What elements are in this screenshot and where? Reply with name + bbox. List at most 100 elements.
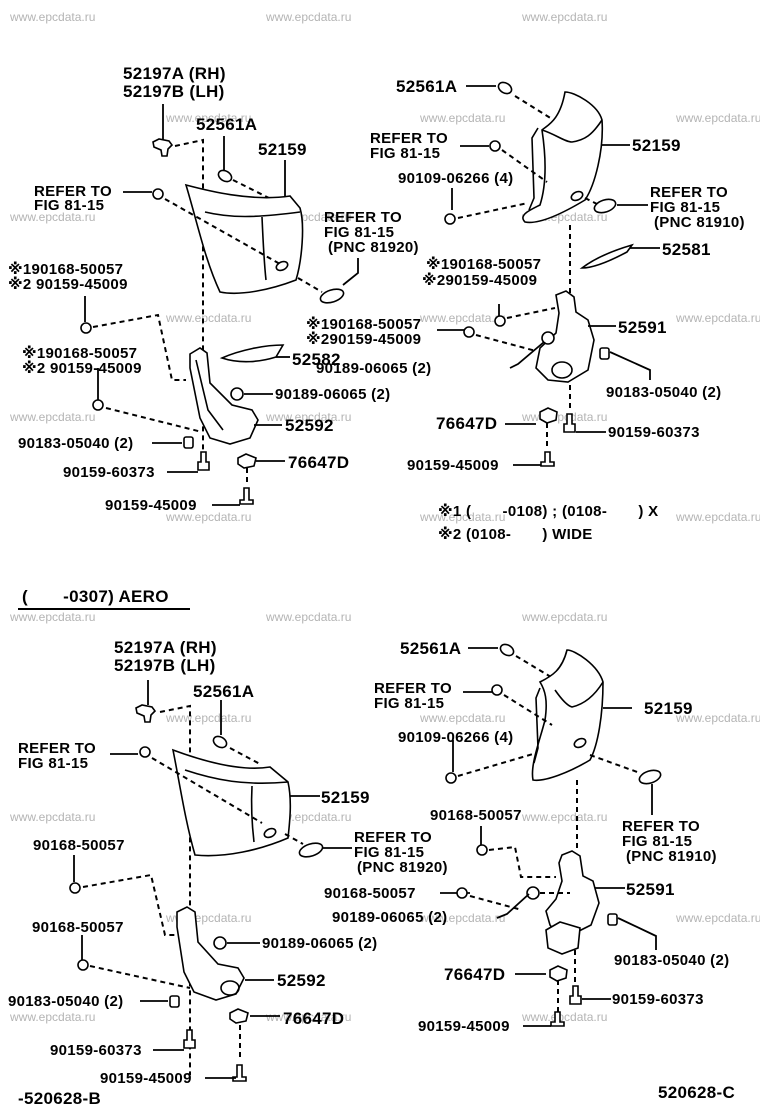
part-label-52561a[interactable]: 52561A bbox=[196, 115, 258, 134]
diagram-code: -520628-B bbox=[18, 1089, 102, 1108]
part-label-90159-45009[interactable]: 90159-45009 bbox=[100, 1070, 192, 1087]
refer-label[interactable]: FIG 81-15 bbox=[354, 844, 425, 861]
extension-part bbox=[184, 183, 304, 295]
watermark-text: www.epcdata.ru bbox=[522, 610, 608, 624]
part-label-90109-06266[interactable]: 90109-06266 (4) bbox=[398, 729, 514, 746]
watermark-text: www.epcdata.ru bbox=[10, 810, 96, 824]
part-label-90159-45009[interactable]: ※290159-45009 bbox=[306, 331, 422, 348]
extension-part bbox=[522, 91, 604, 224]
refer-label[interactable]: REFER TO bbox=[650, 184, 728, 201]
watermark-text: www.epcdata.ru bbox=[266, 410, 352, 424]
refer-label[interactable]: FIG 81-15 bbox=[650, 199, 721, 216]
refer-label[interactable]: REFER TO bbox=[370, 130, 448, 147]
part-label-90159-45009[interactable]: ※290159-45009 bbox=[422, 272, 538, 289]
part-label-90168-50057[interactable]: 90168-50057 bbox=[32, 919, 124, 936]
part-label-52581[interactable]: 52581 bbox=[662, 240, 711, 259]
part-label-90168-50057[interactable]: 90168-50057 bbox=[430, 807, 522, 824]
extension-part bbox=[171, 748, 292, 857]
part-label-90159-45009[interactable]: 90159-45009 bbox=[407, 457, 499, 474]
watermark-text: www.epcdata.ru bbox=[676, 111, 760, 125]
part-label-52159[interactable]: 52159 bbox=[632, 136, 681, 155]
watermark-text: www.epcdata.ru bbox=[420, 510, 506, 524]
part-label-52592[interactable]: 52592 bbox=[277, 971, 326, 990]
part-label-90189-06065[interactable]: 90189-06065 (2) bbox=[332, 909, 448, 926]
refer-label[interactable]: (PNC 81920) bbox=[328, 239, 419, 256]
refer-label[interactable]: REFER TO bbox=[354, 829, 432, 846]
watermark-text: www.epcdata.ru bbox=[10, 610, 96, 624]
bottom-left-assembly bbox=[69, 680, 352, 1082]
part-label-52561a[interactable]: 52561A bbox=[400, 639, 462, 658]
bracket-part bbox=[189, 347, 259, 445]
refer-label[interactable]: FIG 81-15 bbox=[370, 145, 441, 162]
part-label-52159[interactable]: 52159 bbox=[321, 788, 370, 807]
part-label-90183-05040[interactable]: 90183-05040 (2) bbox=[18, 435, 134, 452]
watermark-text: www.epcdata.ru bbox=[10, 410, 96, 424]
part-label-76647d[interactable]: 76647D bbox=[288, 453, 350, 472]
part-label-90189-06065[interactable]: 90189-06065 (2) bbox=[316, 360, 432, 377]
part-label-90159-45009[interactable]: 90159-45009 bbox=[418, 1018, 510, 1035]
part-label-52582[interactable]: 52582 bbox=[292, 350, 341, 369]
part-label-52591[interactable]: 52591 bbox=[618, 318, 667, 337]
refer-label[interactable]: REFER TO bbox=[622, 818, 700, 835]
refer-label[interactable]: FIG 81-15 bbox=[324, 224, 395, 241]
part-label-90168-50057[interactable]: ※190168-50057 bbox=[306, 316, 422, 333]
part-label-52197b[interactable]: 52197B (LH) bbox=[114, 656, 216, 675]
watermark-text: www.epcdata.ru bbox=[420, 311, 506, 325]
part-label-52197a[interactable]: 52197A (RH) bbox=[123, 64, 226, 83]
retainer-part bbox=[217, 169, 233, 183]
part-label-90159-60373[interactable]: 90159-60373 bbox=[50, 1042, 142, 1059]
part-label-90189-06065[interactable]: 90189-06065 (2) bbox=[262, 935, 378, 952]
part-label-90168-50057[interactable]: ※190168-50057 bbox=[426, 256, 542, 273]
part-label-90183-05040[interactable]: 90183-05040 (2) bbox=[606, 384, 722, 401]
part-label-90189-06065[interactable]: 90189-06065 (2) bbox=[275, 386, 391, 403]
refer-label[interactable]: REFER TO bbox=[374, 680, 452, 697]
part-label-90168-50057[interactable]: 90168-50057 bbox=[324, 885, 416, 902]
part-label-90183-05040[interactable]: 90183-05040 (2) bbox=[614, 952, 730, 969]
watermark-text: www.epcdata.ru bbox=[266, 10, 352, 24]
refer-label[interactable]: (PNC 81920) bbox=[357, 859, 448, 876]
watermark-text: www.epcdata.ru bbox=[166, 510, 252, 524]
refer-label[interactable]: REFER TO bbox=[18, 740, 96, 757]
clip-part bbox=[152, 138, 174, 157]
part-label-52561a[interactable]: 52561A bbox=[193, 682, 255, 701]
part-label-90168-50057[interactable]: ※190168-50057 bbox=[22, 345, 138, 362]
watermark-text: www.epcdata.ru bbox=[266, 610, 352, 624]
part-label-52561a[interactable]: 52561A bbox=[396, 77, 458, 96]
refer-label[interactable]: FIG 81-15 bbox=[622, 833, 693, 850]
refer-label[interactable]: REFER TO bbox=[324, 209, 402, 226]
part-label-90159-45009[interactable]: 90159-45009 bbox=[105, 497, 197, 514]
watermark-text: www.epcdata.ru bbox=[166, 711, 252, 725]
part-label-76647d[interactable]: 76647D bbox=[283, 1009, 345, 1028]
part-label-52197b[interactable]: 52197B (LH) bbox=[123, 82, 225, 101]
watermark-text: www.epcdata.ru bbox=[420, 711, 506, 725]
refer-label[interactable]: (PNC 81910) bbox=[654, 214, 745, 231]
part-label-52159[interactable]: 52159 bbox=[258, 140, 307, 159]
watermark-text: www.epcdata.ru bbox=[676, 911, 760, 925]
part-label-90159-60373[interactable]: 90159-60373 bbox=[612, 991, 704, 1008]
part-label-90159-60373[interactable]: 90159-60373 bbox=[63, 464, 155, 481]
part-label-90168-50057[interactable]: ※190168-50057 bbox=[8, 261, 124, 278]
refer-label[interactable]: REFER TO bbox=[34, 183, 112, 200]
refer-label[interactable]: FIG 81-15 bbox=[34, 197, 105, 214]
part-label-90159-60373[interactable]: 90159-60373 bbox=[608, 424, 700, 441]
refer-label[interactable]: FIG 81-15 bbox=[18, 755, 89, 772]
part-label-52591[interactable]: 52591 bbox=[626, 880, 675, 899]
bracket-part bbox=[176, 906, 245, 1001]
part-label-76647d[interactable]: 76647D bbox=[444, 965, 506, 984]
refer-label[interactable]: FIG 81-15 bbox=[374, 695, 445, 712]
part-label-52197a[interactable]: 52197A (RH) bbox=[114, 638, 217, 657]
part-label-52592[interactable]: 52592 bbox=[285, 416, 334, 435]
part-label-90159-45009[interactable]: ※2 90159-45009 bbox=[22, 360, 142, 377]
part-label-90168-50057[interactable]: 90168-50057 bbox=[33, 837, 125, 854]
section-title: ( -0307) AERO bbox=[22, 587, 169, 606]
watermark-text: www.epcdata.ru bbox=[166, 111, 252, 125]
watermark-text: www.epcdata.ru bbox=[522, 1010, 608, 1024]
bottom-right-assembly bbox=[440, 643, 662, 1027]
part-label-90159-45009[interactable]: ※2 90159-45009 bbox=[8, 276, 128, 293]
watermark-text: www.epcdata.ru bbox=[266, 1010, 352, 1024]
part-label-90109-06266[interactable]: 90109-06266 (4) bbox=[398, 170, 514, 187]
part-label-52159[interactable]: 52159 bbox=[644, 699, 693, 718]
refer-label[interactable]: (PNC 81910) bbox=[626, 848, 717, 865]
part-label-76647d[interactable]: 76647D bbox=[436, 414, 498, 433]
part-label-90183-05040[interactable]: 90183-05040 (2) bbox=[8, 993, 124, 1010]
